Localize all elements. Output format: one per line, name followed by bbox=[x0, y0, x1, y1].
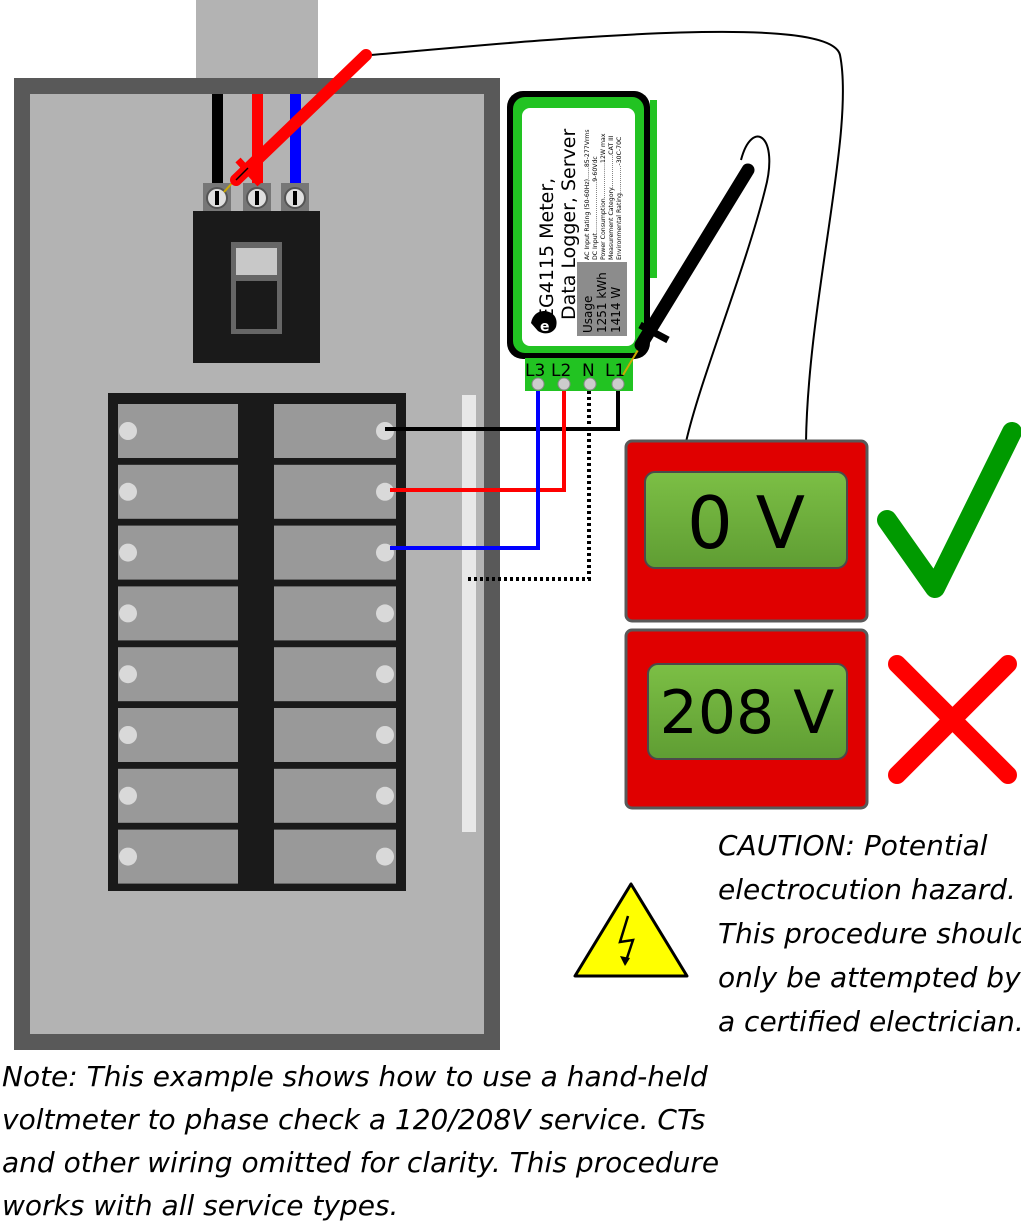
breaker-screw bbox=[376, 665, 394, 684]
note-text: Note: This example shows how to use a ha… bbox=[2, 1055, 1012, 1227]
breaker-right bbox=[274, 829, 396, 884]
terminal-label-l3: L3 bbox=[525, 361, 545, 381]
wire-l1 bbox=[385, 382, 620, 431]
note-line-2: voltmeter to phase check a 120/208V serv… bbox=[2, 1103, 706, 1136]
usage-label: Usage bbox=[581, 296, 595, 333]
caution-line-4: only be attempted by bbox=[718, 961, 1021, 994]
caution-line-1: CAUTION: Potential bbox=[718, 829, 988, 862]
voltmeter-good-reading: 0 V bbox=[687, 481, 805, 565]
breaker-right bbox=[274, 647, 396, 702]
breaker-right bbox=[274, 404, 396, 458]
breaker-left bbox=[118, 464, 238, 519]
caution-line-5: a certified electrician. bbox=[718, 1005, 1021, 1038]
breaker-screw bbox=[119, 422, 137, 440]
service-wire-l2 bbox=[252, 94, 263, 186]
x-mark-icon bbox=[888, 655, 1017, 784]
breaker-left bbox=[118, 829, 238, 884]
breaker-screw bbox=[119, 604, 137, 623]
svg-text:e: e bbox=[540, 319, 550, 335]
breaker-screw bbox=[376, 543, 394, 562]
meter-rating-1: AC Input Rating (50-60Hz)......85-277Vrm… bbox=[584, 129, 591, 260]
note-line-3: and other wiring omitted for clarity. Th… bbox=[2, 1146, 720, 1179]
service-conduit bbox=[196, 0, 318, 82]
meter-rating-4: Measurement Category.................CAT… bbox=[608, 135, 615, 260]
breaker-left bbox=[118, 708, 238, 762]
wire-l2 bbox=[390, 382, 566, 492]
caution-line-3: This procedure should bbox=[718, 917, 1021, 950]
wire-neutral bbox=[468, 382, 591, 581]
breaker-screw bbox=[119, 482, 137, 501]
terminal-screw-n bbox=[583, 377, 597, 391]
breaker-left bbox=[118, 404, 238, 458]
voltmeter-bad: 208 V bbox=[624, 628, 869, 810]
breaker-screw bbox=[119, 665, 137, 684]
breaker-screw bbox=[376, 847, 394, 866]
meter-rating-3: Power Consumption..................12W m… bbox=[600, 133, 607, 260]
terminal-screw-l1 bbox=[611, 377, 625, 391]
breaker-screw bbox=[376, 786, 394, 805]
breaker-right bbox=[274, 525, 396, 580]
terminal-label-l1: L1 bbox=[605, 361, 625, 381]
usage-energy: 1251 kWh bbox=[595, 272, 609, 333]
note-line-1: Note: This example shows how to use a ha… bbox=[2, 1060, 708, 1093]
high-voltage-warning-icon bbox=[573, 882, 689, 978]
breaker-screw bbox=[376, 482, 394, 501]
breaker-right bbox=[274, 768, 396, 823]
usage-power: 1414 W bbox=[609, 287, 623, 333]
breaker-right bbox=[274, 586, 396, 641]
breaker-panel-icon bbox=[14, 78, 500, 1050]
meter-rating-5: Environmental Rating..............-30C-7… bbox=[616, 137, 623, 260]
meter-ratings: AC Input Rating (50-60Hz)......85-277Vrm… bbox=[584, 129, 623, 260]
breaker-screw bbox=[376, 604, 394, 623]
breaker-screw bbox=[376, 726, 394, 744]
terminal-screw-l2 bbox=[557, 377, 571, 391]
red-probe-icon bbox=[223, 49, 372, 193]
terminal-label-n: N bbox=[582, 361, 595, 381]
voltmeter-bad-display bbox=[647, 663, 848, 760]
meter-side-edge bbox=[650, 100, 657, 278]
meter-title-line2: Data Logger, Server bbox=[558, 129, 580, 320]
meter-wiring bbox=[385, 382, 620, 581]
voltmeter-bad-reading: 208 V bbox=[660, 678, 835, 748]
main-breaker-lugs bbox=[203, 183, 309, 213]
black-probe-icon bbox=[622, 163, 755, 376]
wire-l3 bbox=[390, 382, 540, 550]
breaker-right bbox=[274, 464, 396, 519]
meter-title-line1: EG4115 Meter, bbox=[536, 178, 558, 320]
usage-display bbox=[577, 262, 627, 336]
breaker-screw bbox=[119, 786, 137, 805]
voltmeter-good-display bbox=[644, 471, 848, 569]
checkmark-icon bbox=[877, 422, 1021, 598]
breaker-screw bbox=[119, 726, 137, 744]
probe-leads bbox=[359, 30, 844, 443]
breaker-left bbox=[118, 525, 238, 580]
breaker-left bbox=[118, 768, 238, 823]
meter-rating-2: DC Input..........................9-60Vd… bbox=[592, 156, 599, 260]
breaker-left bbox=[118, 586, 238, 641]
breaker-left bbox=[118, 647, 238, 702]
service-wire-l1 bbox=[212, 94, 223, 186]
main-breaker-icon bbox=[193, 211, 320, 363]
terminal-label-l2: L2 bbox=[551, 361, 571, 381]
breaker-right bbox=[274, 708, 396, 762]
red-probe-lead bbox=[359, 30, 844, 443]
terminal-screw-l3 bbox=[531, 377, 545, 391]
neutral-bar bbox=[462, 395, 476, 832]
breaker-screw bbox=[119, 847, 137, 866]
caution-line-2: electrocution hazard. bbox=[718, 873, 1016, 906]
service-wire-l3 bbox=[290, 94, 301, 186]
meter-logo-icon: e bbox=[531, 311, 557, 335]
breaker-rows bbox=[118, 404, 396, 884]
breaker-screw bbox=[119, 543, 137, 562]
eg4115-meter: EG4115 Meter, Data Logger, Server AC Inp… bbox=[507, 91, 657, 391]
voltmeter-good: 0 V bbox=[624, 439, 869, 623]
note-line-4: works with all service types. bbox=[2, 1189, 399, 1222]
black-probe-lead bbox=[685, 135, 771, 443]
caution-text: CAUTION: Potential electrocution hazard.… bbox=[718, 824, 1021, 1044]
